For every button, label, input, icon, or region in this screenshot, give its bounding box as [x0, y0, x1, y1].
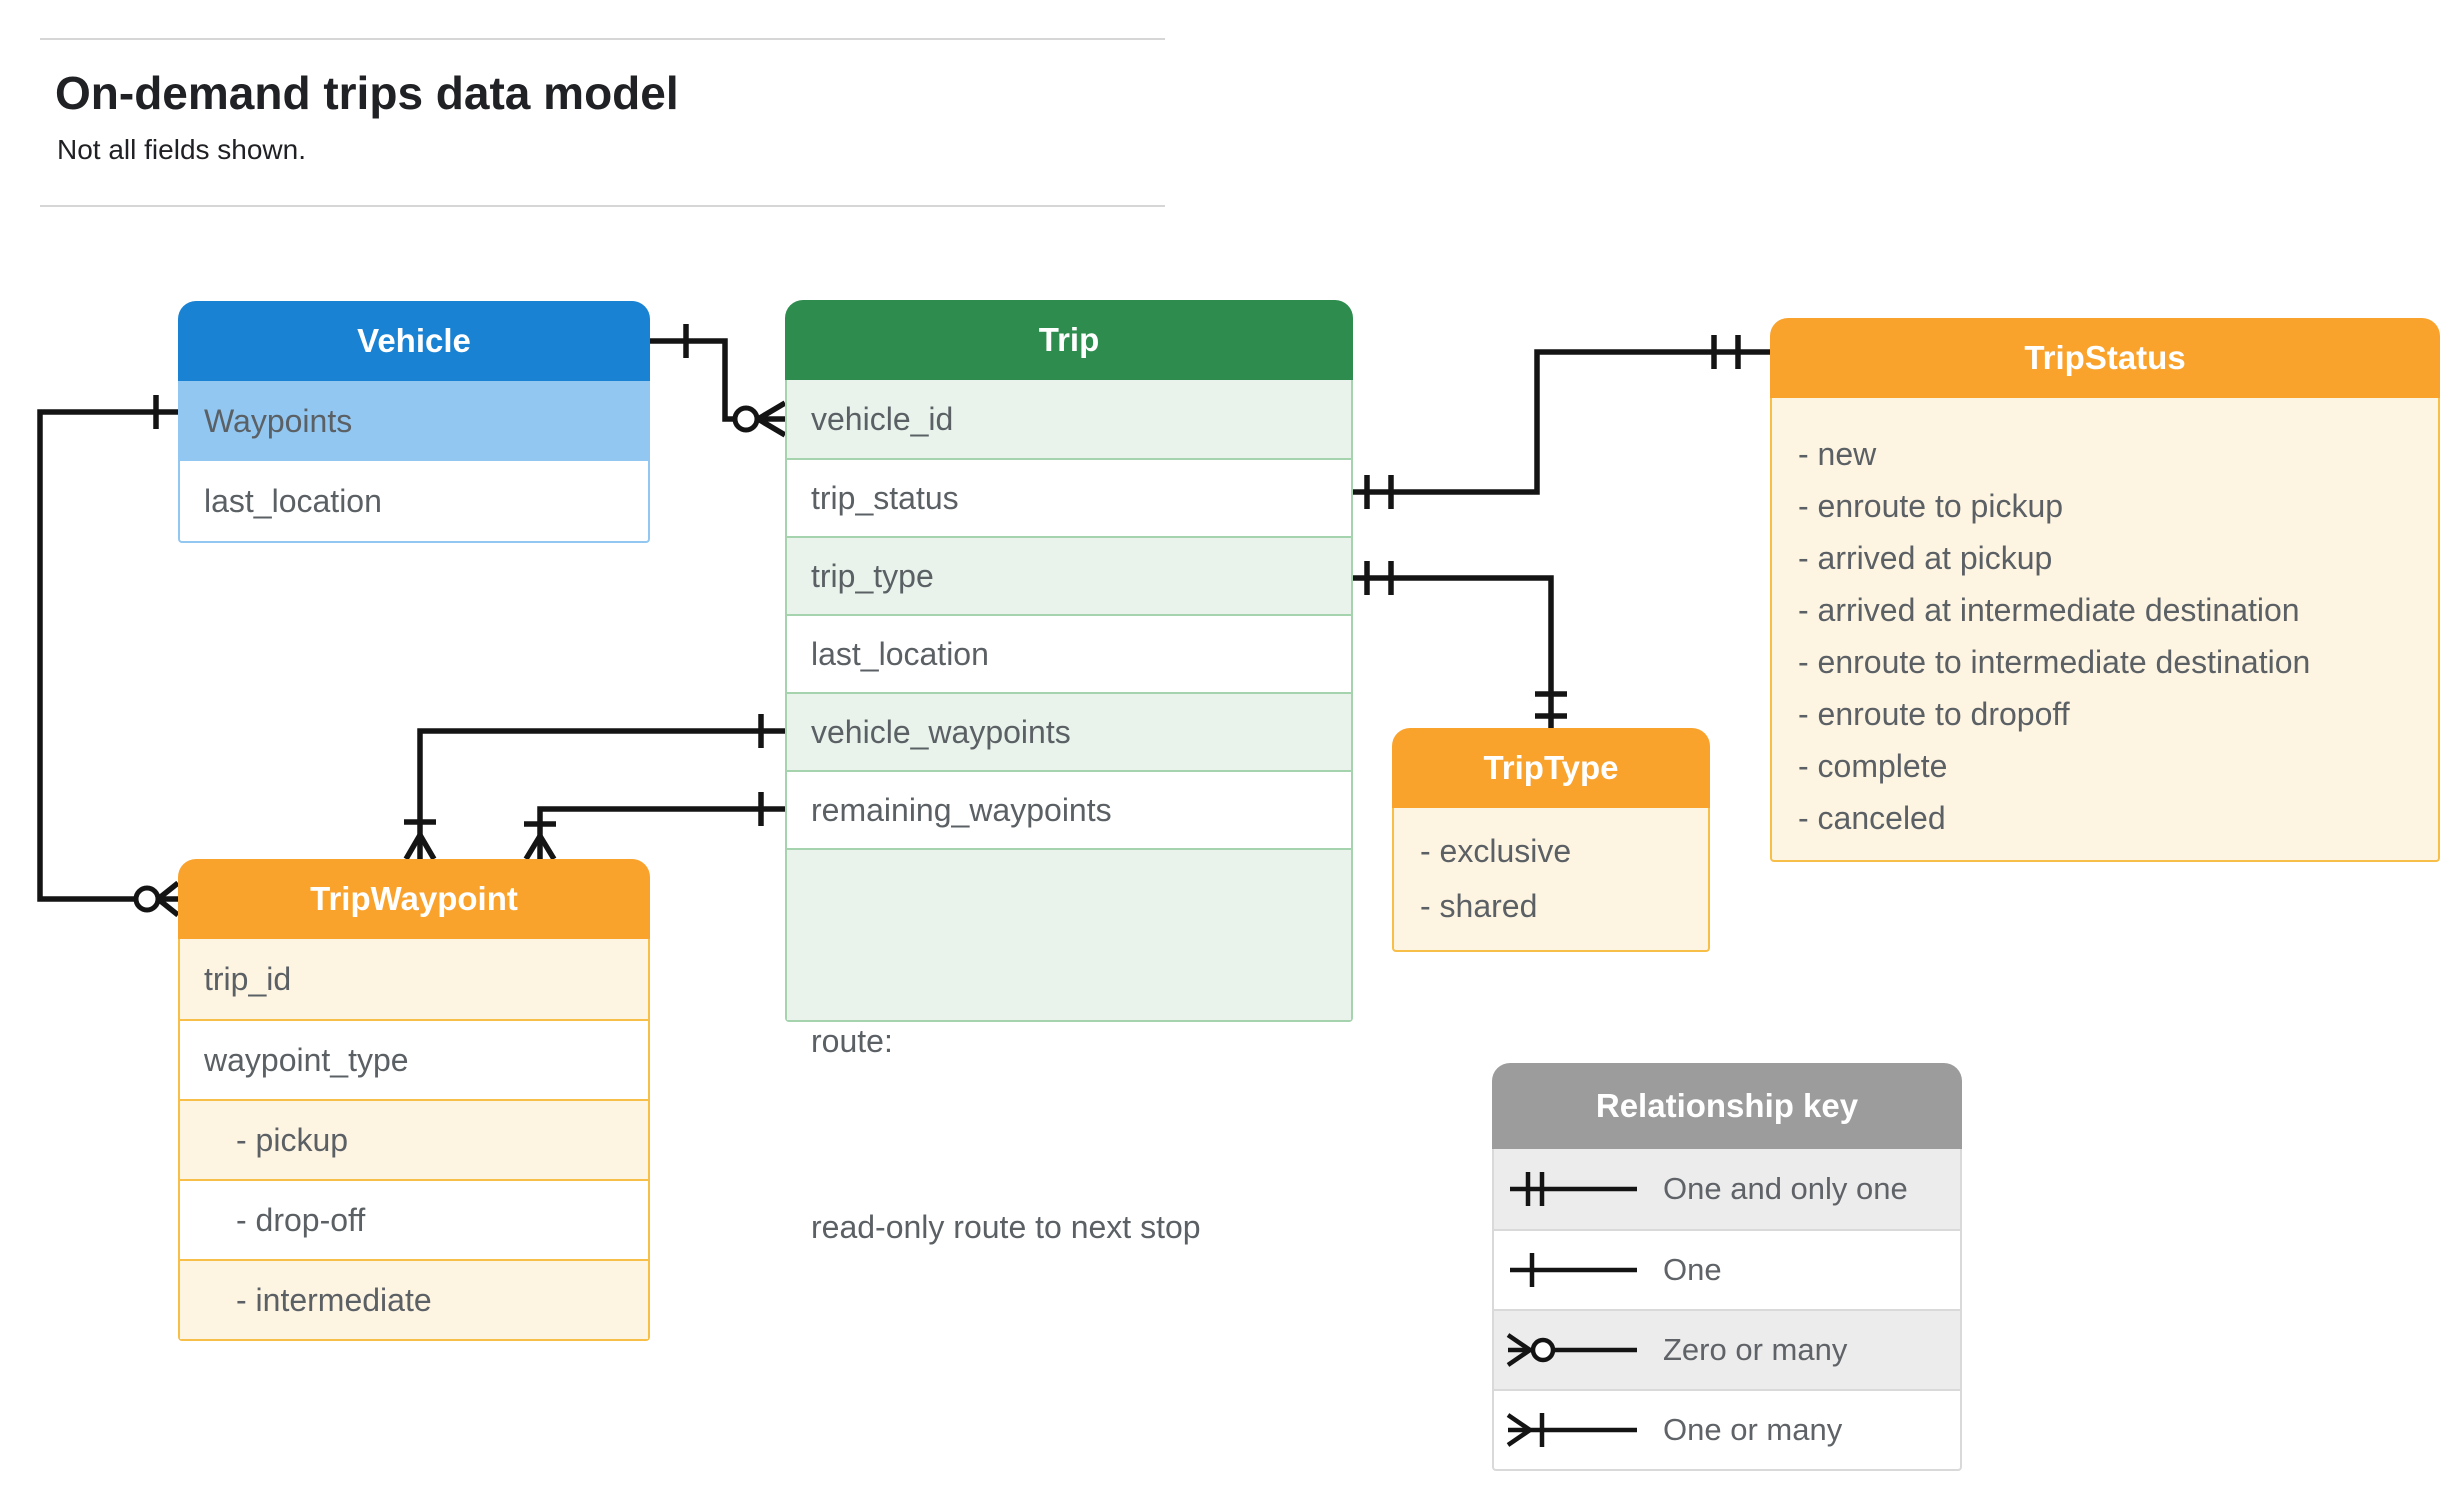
- vehicle-row-last-location: last_location: [180, 461, 648, 541]
- relationship-key: Relationship key One and only one One: [1492, 1063, 1962, 1471]
- connector-vehicle-trip: [650, 324, 787, 438]
- trip-header: Trip: [785, 300, 1353, 380]
- tripstatus-body: - new - enroute to pickup - arrived at p…: [1770, 398, 2440, 862]
- field-label: remaining_waypoints: [811, 791, 1112, 828]
- field-label: trip_type: [811, 557, 934, 594]
- enum-value: - pickup: [236, 1121, 349, 1158]
- enum-value: - enroute to pickup: [1798, 488, 2064, 524]
- enum-value: - drop-off: [236, 1201, 366, 1238]
- trip-row-remaining-waypoints: remaining_waypoints: [787, 770, 1351, 848]
- key-row-one-or-many: One or many: [1494, 1389, 1960, 1469]
- tripwaypoint-value-pickup: - pickup: [180, 1099, 648, 1179]
- trip-row-last-location: last_location: [787, 614, 1351, 692]
- enum-value: - complete: [1798, 748, 1948, 784]
- vehicle-body: Waypoints last_location: [178, 381, 650, 543]
- triptype-header: TripType: [1392, 728, 1710, 808]
- key-row-one-and-only-one: One and only one: [1494, 1149, 1960, 1229]
- vehicle-entity: Vehicle Waypoints last_location: [178, 301, 650, 543]
- zero-marker: [133, 885, 161, 913]
- key-label: One and only one: [1663, 1171, 1908, 1206]
- crow-foot: [156, 880, 180, 918]
- crow-foot: [523, 834, 557, 861]
- connector-line: [37, 409, 178, 902]
- enum-value: - arrived at intermediate destination: [1798, 592, 2300, 628]
- tripwaypoint-row-trip-id: trip_id: [180, 939, 648, 1019]
- page-title: On-demand trips data model: [55, 67, 679, 119]
- connector-line: [417, 728, 785, 859]
- crow-foot: [403, 833, 437, 861]
- key-label: Zero or many: [1663, 1332, 1848, 1367]
- key-label: One or many: [1663, 1412, 1843, 1447]
- enum-value: - exclusive: [1420, 833, 1572, 869]
- triptype-entity: TripType - exclusive - shared: [1392, 728, 1710, 952]
- key-label: One: [1663, 1252, 1722, 1287]
- enum-value: - new: [1798, 436, 1877, 472]
- enum-value: - canceled: [1798, 800, 1946, 836]
- field-label: Waypoints: [204, 402, 353, 439]
- field-label: trip_status: [811, 479, 959, 516]
- tripwaypoint-value-dropoff: - drop-off: [180, 1179, 648, 1259]
- enum-value: - enroute to dropoff: [1798, 696, 2070, 732]
- vehicle-row-waypoints: Waypoints: [180, 381, 648, 461]
- tripwaypoint-entity: TripWaypoint trip_id waypoint_type - pic…: [178, 859, 650, 1341]
- connector-triptype: [1353, 561, 1567, 728]
- trip-row-vehicle-id: vehicle_id: [787, 380, 1351, 458]
- trip-entity: Trip vehicle_id trip_status trip_type la…: [785, 300, 1353, 1245]
- crow-foot: [756, 400, 787, 438]
- field-label: vehicle_waypoints: [811, 713, 1071, 750]
- field-label: route:: [811, 1023, 893, 1059]
- enum-value: - intermediate: [236, 1281, 432, 1318]
- relationship-key-header: Relationship key: [1492, 1063, 1962, 1149]
- vehicle-header: Vehicle: [178, 301, 650, 381]
- trip-row-vehicle-waypoints: vehicle_waypoints: [787, 692, 1351, 770]
- field-label: last_location: [811, 635, 989, 672]
- key-row-one: One: [1494, 1229, 1960, 1309]
- enum-value: - arrived at pickup: [1798, 540, 2053, 576]
- one-and-only-one-symbol: [1510, 1172, 1637, 1206]
- enum-value: - shared: [1420, 888, 1538, 924]
- page-subtitle: Not all fields shown.: [57, 134, 307, 165]
- one-symbol: [1510, 1253, 1637, 1287]
- trip-body: vehicle_id trip_status trip_type last_lo…: [785, 380, 1353, 1245]
- tripwaypoint-row-waypoint-type: waypoint_type: [180, 1019, 648, 1099]
- field-label: vehicle_id: [811, 400, 954, 437]
- top-divider: [40, 38, 1165, 40]
- connector-line: [650, 338, 785, 422]
- relationship-key-body: One and only one One Zero or many: [1492, 1149, 1962, 1471]
- tripwaypoint-value-intermediate: - intermediate: [180, 1259, 648, 1339]
- field-label: waypoint_type: [204, 1041, 409, 1078]
- connector-waypoints-tripwaypoint: [37, 395, 180, 918]
- tripstatus-entity: TripStatus - new - enroute to pickup - a…: [1770, 318, 2440, 862]
- tripstatus-header: TripStatus: [1770, 318, 2440, 398]
- tripwaypoint-body: trip_id waypoint_type - pickup - drop-of…: [178, 939, 650, 1341]
- tripwaypoint-header: TripWaypoint: [178, 859, 650, 939]
- connector-line: [1353, 575, 1554, 728]
- connector-line: [1353, 349, 1770, 495]
- key-row-zero-or-many: Zero or many: [1494, 1309, 1960, 1389]
- connector-vehicle-waypoints-field: [403, 714, 785, 861]
- zero-or-many-symbol: [1506, 1333, 1637, 1367]
- field-note: read-only route to next stop: [811, 1209, 1201, 1245]
- trip-row-route: route: read-only route to next stop: [787, 848, 1351, 1245]
- title-divider: [40, 205, 1165, 207]
- triptype-body: - exclusive - shared: [1392, 808, 1710, 952]
- zero-marker: [732, 405, 760, 433]
- connector-tripstatus: [1353, 335, 1770, 509]
- trip-row-trip-type: trip_type: [787, 536, 1351, 614]
- connector-remaining-waypoints-field: [523, 792, 785, 861]
- connector-line: [537, 806, 785, 859]
- field-label: last_location: [204, 482, 382, 519]
- trip-row-trip-status: trip_status: [787, 458, 1351, 536]
- enum-value: - enroute to intermediate destination: [1798, 644, 2311, 680]
- one-or-many-symbol: [1506, 1413, 1637, 1447]
- field-label: trip_id: [204, 960, 292, 997]
